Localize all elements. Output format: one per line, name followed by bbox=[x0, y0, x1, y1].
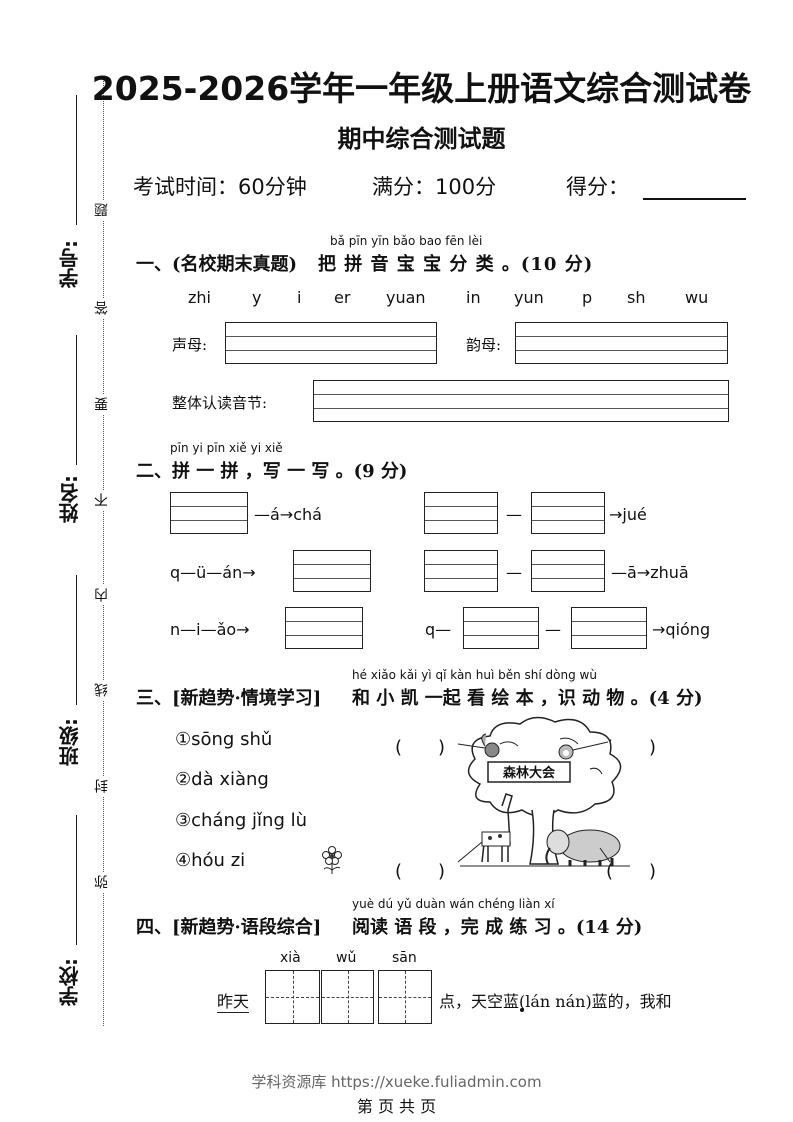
page-number: 第 页 共 页 bbox=[356, 1097, 437, 1116]
pinyin-equation: q—ü—án→ bbox=[170, 563, 256, 582]
pinyin-answer-lines[interactable] bbox=[531, 550, 605, 592]
pinyin-equation: →jué bbox=[609, 505, 647, 524]
pinyin-dash: — bbox=[506, 505, 522, 524]
section1-title-prefix: 一、(名校期末真题) bbox=[136, 254, 298, 275]
yunmu-writing-lines[interactable] bbox=[515, 322, 728, 364]
page-title: 2025-2026学年一年级上册语文综合测试卷 bbox=[91, 69, 752, 108]
answer-paren[interactable]: ( ) bbox=[395, 861, 446, 882]
seal-char: 封 bbox=[92, 776, 112, 796]
character-grid[interactable] bbox=[265, 970, 320, 1024]
exam-time: 考试时间：60分钟 bbox=[133, 175, 307, 199]
emphasis-dot bbox=[520, 1008, 524, 1012]
seal-char: 要 bbox=[92, 394, 112, 414]
pinyin-answer-lines[interactable] bbox=[285, 607, 363, 649]
seal-char: 题 bbox=[92, 200, 112, 220]
margin-line-school bbox=[76, 815, 77, 945]
pinyin-answer-lines[interactable] bbox=[531, 492, 605, 534]
section1-pinyin: bǎ pīn yīn bǎo bao fēn lèi bbox=[330, 234, 483, 248]
pinyin-dash: — bbox=[506, 563, 522, 582]
class-label: 班级: bbox=[58, 718, 82, 766]
school-label: 学校: bbox=[58, 958, 82, 1006]
section2-title: 二、拼 一 拼 ，写 一 写 。(9 分) bbox=[136, 461, 408, 482]
zhengti-writing-lines[interactable] bbox=[313, 380, 729, 422]
syllable: p bbox=[582, 288, 593, 307]
pinyin-equation: n—i—ǎo→ bbox=[170, 620, 250, 639]
syllable: zhi bbox=[188, 288, 211, 307]
grid-pinyin: xià bbox=[280, 950, 301, 966]
syllable: sh bbox=[627, 288, 646, 307]
animal-item: ①sōng shǔ bbox=[175, 729, 273, 750]
margin-line-name bbox=[76, 335, 77, 465]
seal-char: 线 bbox=[92, 680, 112, 700]
grid-pinyin: wǔ bbox=[336, 950, 357, 966]
section3-title: 和 小 凯 一起 看 绘 本 ，识 动 物 。(4 分) bbox=[352, 688, 703, 709]
answer-paren[interactable]: ( ) bbox=[606, 737, 657, 758]
section3-pinyin: hé xiǎo kǎi yì qǐ kàn huì běn shí dòng w… bbox=[352, 668, 597, 682]
animal-item: ③cháng jǐng lù bbox=[175, 810, 307, 831]
seal-char: 弥 bbox=[92, 872, 112, 892]
student-id-label: 学号: bbox=[58, 240, 82, 288]
forest-meeting-illustration: 森林大会 bbox=[457, 716, 630, 867]
full-score: 满分：100分 bbox=[372, 175, 497, 199]
zhengti-label: 整体认读音节: bbox=[172, 394, 268, 412]
flower-icon bbox=[322, 846, 342, 874]
section2-pinyin: pīn yi pīn xiě yi xiě bbox=[170, 441, 283, 455]
seal-char: 答 bbox=[92, 298, 112, 318]
syllable: yuan bbox=[386, 288, 426, 307]
character-grid[interactable] bbox=[378, 970, 432, 1024]
section4-title: 阅读 语 段 ，完 成 练 习 。(14 分) bbox=[352, 917, 643, 938]
yunmu-label: 韵母: bbox=[466, 336, 502, 354]
watermark: 学科资源库 https://xueke.fuliadmin.com bbox=[251, 1073, 542, 1091]
animal-item: ②dà xiàng bbox=[175, 769, 269, 790]
section4-pinyin: yuè dú yǔ duàn wán chéng liàn xí bbox=[352, 897, 555, 911]
margin-line-class bbox=[76, 575, 77, 705]
syllable: er bbox=[334, 288, 351, 307]
seal-char: 不 bbox=[92, 490, 112, 510]
page-subtitle: 期中综合测试题 bbox=[337, 125, 506, 153]
pinyin-equation: q— bbox=[425, 620, 452, 639]
shengmu-writing-lines[interactable] bbox=[225, 322, 437, 364]
picture-sign: 森林大会 bbox=[503, 765, 556, 781]
shengmu-label: 声母: bbox=[172, 336, 208, 354]
pinyin-equation: —ā→zhuā bbox=[611, 563, 689, 582]
animal-item: ④hóu zi bbox=[175, 850, 246, 871]
passage-start: 昨天 bbox=[217, 988, 250, 1013]
passage-text: 点，天空蓝(lán nán)蓝的，我和 bbox=[439, 992, 672, 1011]
syllable: i bbox=[297, 288, 302, 307]
name-label: 姓名: bbox=[58, 475, 82, 523]
syllable: y bbox=[252, 288, 262, 307]
pinyin-answer-lines[interactable] bbox=[463, 607, 539, 649]
pinyin-answer-lines[interactable] bbox=[424, 550, 498, 592]
score-blank[interactable] bbox=[643, 198, 746, 200]
pinyin-equation: →qióng bbox=[652, 620, 711, 639]
seal-dotted-line bbox=[103, 78, 104, 1026]
answer-paren[interactable]: ( ) bbox=[395, 737, 446, 758]
pinyin-dash: — bbox=[545, 620, 561, 639]
pinyin-answer-lines[interactable] bbox=[571, 607, 647, 649]
section1-title: 把 拼 音 宝 宝 分 类 。(10 分) bbox=[318, 254, 594, 275]
score-label: 得分： bbox=[566, 175, 629, 199]
margin-line-student-id bbox=[76, 95, 77, 225]
grid-pinyin: sān bbox=[392, 950, 417, 966]
syllable: in bbox=[466, 288, 481, 307]
pinyin-equation: —á→chá bbox=[254, 505, 322, 524]
pinyin-answer-lines[interactable] bbox=[424, 492, 498, 534]
section4-title-prefix: 四、[新趋势·语段综合] bbox=[136, 917, 322, 938]
syllable: yun bbox=[514, 288, 544, 307]
seal-char: 内 bbox=[92, 585, 112, 605]
syllable: wu bbox=[685, 288, 709, 307]
section3-title-prefix: 三、[新趋势·情境学习] bbox=[136, 688, 322, 709]
character-grid[interactable] bbox=[321, 970, 374, 1024]
pinyin-answer-lines[interactable] bbox=[170, 492, 248, 534]
pinyin-answer-lines[interactable] bbox=[293, 550, 371, 592]
